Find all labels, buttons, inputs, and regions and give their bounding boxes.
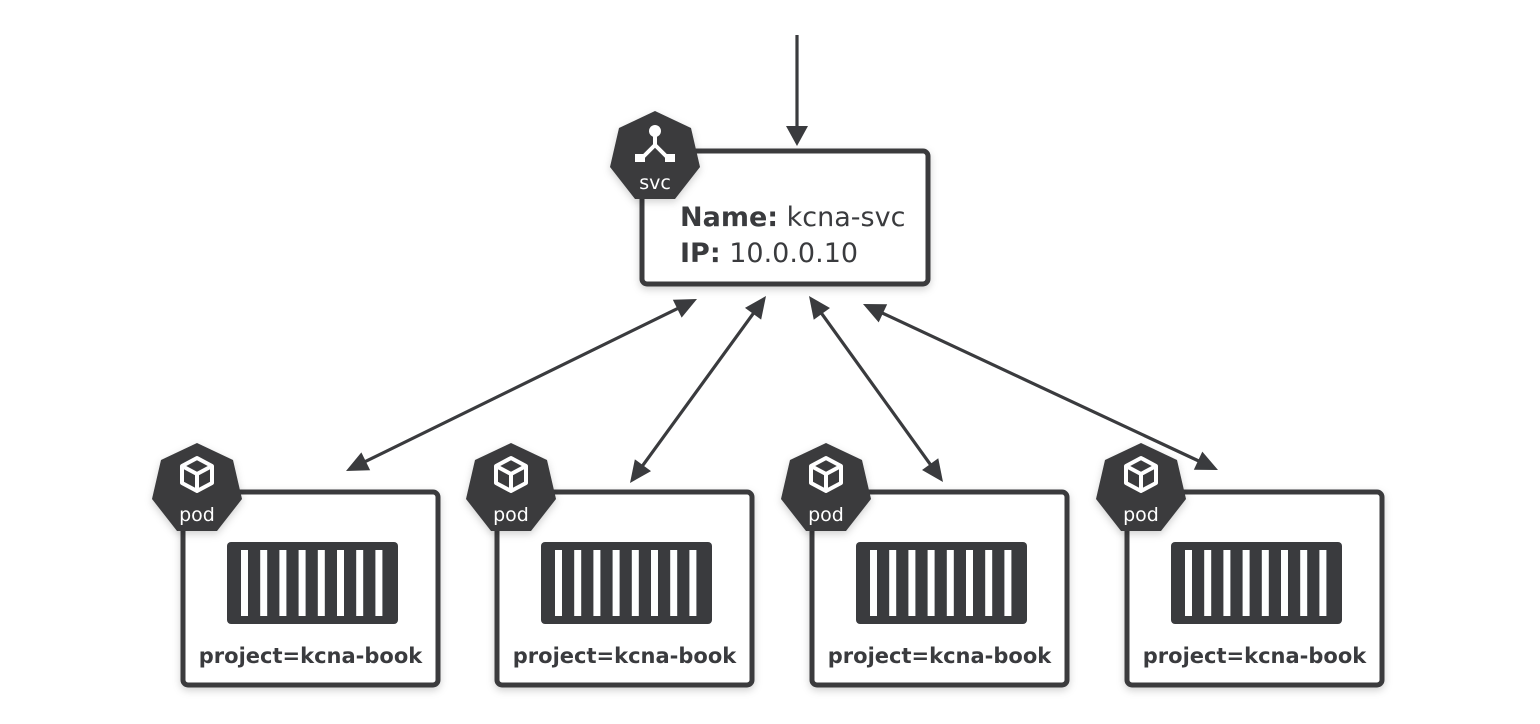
pod-node[interactable]: project=kcna-book pod <box>781 443 1070 688</box>
service-pod-arrow <box>346 299 697 471</box>
pod-badge-label: pod <box>179 504 215 526</box>
service-name-value: kcna-svc <box>787 202 906 233</box>
incoming-arrow <box>786 35 808 146</box>
pod-label: project=kcna-book <box>828 644 1052 668</box>
pod-label: project=kcna-book <box>199 644 423 668</box>
service-ip-value: 10.0.0.10 <box>729 238 858 269</box>
service-badge: svc <box>610 111 700 199</box>
pod-badge: pod <box>1096 443 1186 531</box>
service-pod-arrow <box>809 296 943 482</box>
service-node[interactable]: Name: kcna-svc IP: 10.0.0.10 svc <box>610 111 931 287</box>
pod-node[interactable]: project=kcna-book pod <box>1096 443 1385 688</box>
service-icon <box>635 125 675 162</box>
service-pod-arrow <box>863 304 1218 470</box>
cube-icon <box>494 456 528 493</box>
service-name-line: Name: kcna-svc <box>680 202 905 233</box>
cube-icon <box>180 456 214 493</box>
pod-badge-label: pod <box>808 504 844 526</box>
cube-icon <box>1124 456 1158 493</box>
pod-node[interactable]: project=kcna-book pod <box>466 443 755 688</box>
container-icon <box>1171 542 1342 624</box>
service-pod-arrow <box>630 296 766 483</box>
pod-node[interactable]: project=kcna-book pod <box>152 443 441 688</box>
service-badge-label: svc <box>639 172 671 194</box>
pod-badge: pod <box>781 443 871 531</box>
pod-badge: pod <box>466 443 556 531</box>
pod-label: project=kcna-book <box>1143 644 1367 668</box>
container-icon <box>856 542 1027 624</box>
cube-icon <box>809 456 843 493</box>
container-icon <box>541 542 712 624</box>
service-ip-line: IP: 10.0.0.10 <box>680 238 858 269</box>
pod-badge-label: pod <box>493 504 529 526</box>
pod-badge-label: pod <box>1123 504 1159 526</box>
service-pod-connections <box>346 296 1218 483</box>
container-icon <box>227 542 398 624</box>
pod-badge: pod <box>152 443 242 531</box>
service-name-key: Name: <box>680 202 778 233</box>
service-box[interactable] <box>639 148 931 287</box>
pods-group: project=kcna-book pod project=kcna-book pod… <box>152 443 1385 688</box>
service-ip-key: IP: <box>680 238 721 269</box>
pod-label: project=kcna-book <box>513 644 737 668</box>
